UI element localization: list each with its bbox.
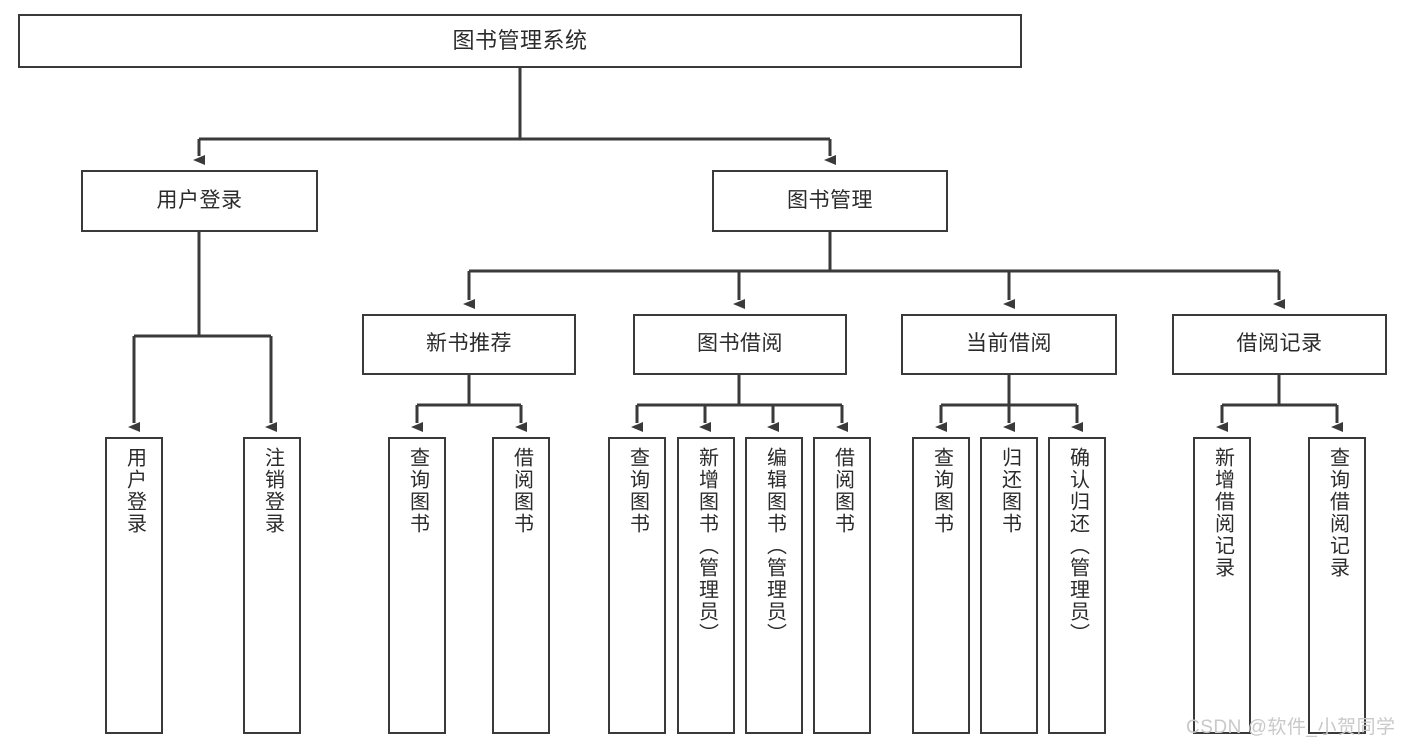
leaf-book-borrow-query-books[interactable]: 查询图书 <box>608 437 666 734</box>
node-label: 当前借阅 <box>966 332 1052 356</box>
node-label: 新增借阅记录 <box>1211 447 1234 579</box>
node-label: 图书借阅 <box>697 332 783 356</box>
node-label: 用户登录 <box>123 447 146 535</box>
leaf-borrow-record-add-record[interactable]: 新增借阅记录 <box>1193 437 1251 734</box>
leaf-new-book-borrow-books[interactable]: 借阅图书 <box>492 437 550 734</box>
node-label: 图书管理 <box>787 188 873 212</box>
node-root-book-management-system[interactable]: 图书管理系统 <box>18 14 1022 68</box>
node-user-login[interactable]: 用户登录 <box>81 170 318 232</box>
leaf-user-login-logout[interactable]: 注销登录 <box>243 437 301 734</box>
node-label: 查询借阅记录 <box>1326 447 1349 579</box>
node-current-borrowing[interactable]: 当前借阅 <box>901 314 1117 375</box>
node-label: 编辑图书（管理员） <box>763 447 786 645</box>
leaf-new-book-query-books[interactable]: 查询图书 <box>388 437 446 734</box>
node-label: 借阅图书 <box>510 447 533 535</box>
node-label: 新增图书（管理员） <box>695 447 718 645</box>
leaf-book-borrow-edit-book-admin[interactable]: 编辑图书（管理员） <box>745 437 803 734</box>
node-label: 确认归还（管理员） <box>1066 447 1089 645</box>
node-label: 注销登录 <box>261 447 284 535</box>
leaf-user-login-login[interactable]: 用户登录 <box>105 437 163 734</box>
node-book-borrowing[interactable]: 图书借阅 <box>633 314 847 375</box>
node-label: 图书管理系统 <box>452 28 588 54</box>
node-borrowing-record[interactable]: 借阅记录 <box>1172 314 1387 375</box>
csdn-watermark: CSDN @软件_小贺同学 <box>1186 717 1396 738</box>
node-label: 用户登录 <box>156 188 243 212</box>
node-label: 新书推荐 <box>426 332 512 356</box>
leaf-current-borrow-confirm-return-admin[interactable]: 确认归还（管理员） <box>1048 437 1106 734</box>
leaf-book-borrow-add-book-admin[interactable]: 新增图书（管理员） <box>677 437 735 734</box>
node-label: 查询图书 <box>406 447 429 535</box>
node-label: 查询图书 <box>930 447 953 535</box>
node-label: 查询图书 <box>626 447 649 535</box>
leaf-current-borrow-return-books[interactable]: 归还图书 <box>980 437 1038 734</box>
node-new-book-recommendation[interactable]: 新书推荐 <box>362 314 576 375</box>
node-label: 借阅记录 <box>1236 332 1323 356</box>
leaf-book-borrow-borrow-books[interactable]: 借阅图书 <box>813 437 871 734</box>
node-label: 借阅图书 <box>831 447 854 535</box>
node-label: 归还图书 <box>998 447 1021 535</box>
node-book-management[interactable]: 图书管理 <box>712 170 948 232</box>
leaf-borrow-record-query-record[interactable]: 查询借阅记录 <box>1308 437 1366 734</box>
leaf-current-borrow-query-books[interactable]: 查询图书 <box>912 437 970 734</box>
